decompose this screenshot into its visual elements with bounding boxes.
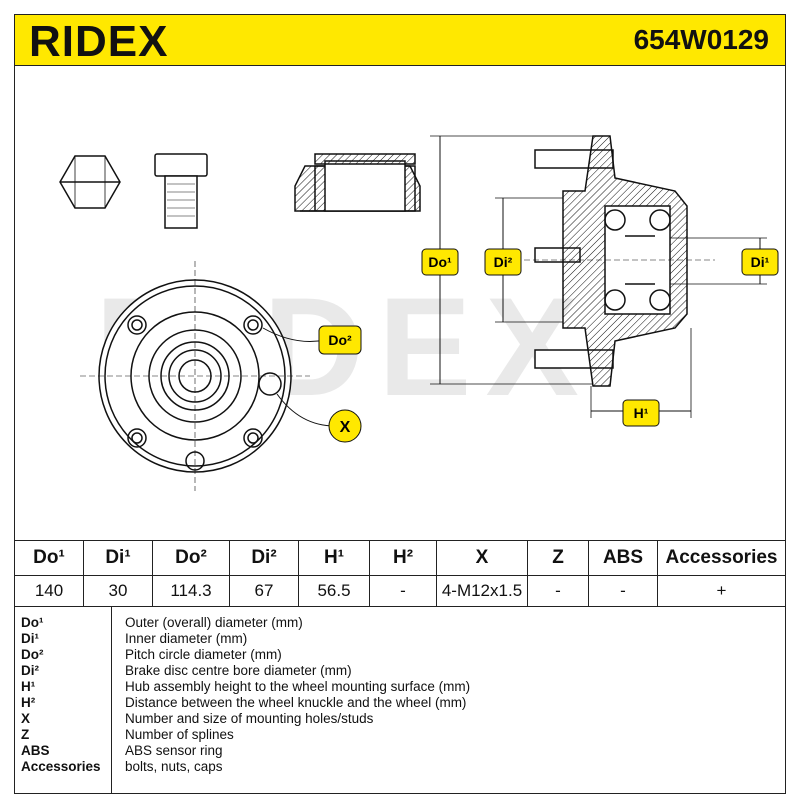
- value-z: -: [527, 575, 589, 607]
- legend-box: Do¹ Outer (overall) diameter (mm) Di¹ In…: [14, 606, 786, 794]
- callout-di2: Di²: [484, 248, 522, 276]
- header-bar: RIDEX 654W0129: [14, 14, 786, 66]
- legend-row: X Number and size of mounting holes/stud…: [15, 711, 785, 727]
- legend-code: Di¹: [21, 631, 39, 646]
- drawing-svg: Do¹ Di² Di¹ Do² X H¹: [59, 135, 779, 491]
- legend-row: ABS ABS sensor ring: [15, 743, 785, 759]
- legend-row: H¹ Hub assembly height to the wheel moun…: [15, 679, 785, 695]
- legend-code: Di²: [21, 663, 39, 678]
- value-do2: 114.3: [152, 575, 230, 607]
- hub-front-view: [80, 261, 336, 491]
- spec-table-value-row: 140 30 114.3 67 56.5 - 4-M12x1.5 - - +: [14, 575, 786, 607]
- value-do1: 140: [14, 575, 84, 607]
- legend-code: Do¹: [21, 615, 44, 630]
- header-di2: Di²: [229, 540, 299, 576]
- header-di1: Di¹: [83, 540, 153, 576]
- legend-code: X: [21, 711, 31, 726]
- spec-table-header-row: Do¹ Di¹ Do² Di² H¹ H² X Z ABS Accessorie…: [14, 540, 786, 576]
- legend-code: ABS: [21, 743, 50, 758]
- legend-text: Inner diameter (mm): [125, 631, 248, 646]
- callout-h1-label: H¹: [634, 405, 649, 421]
- legend-code: H²: [21, 695, 36, 710]
- technical-drawing: RIDEX: [15, 66, 785, 540]
- callout-do1-label: Do¹: [428, 254, 452, 270]
- header-h2: H²: [369, 540, 437, 576]
- header-x: X: [436, 540, 528, 576]
- value-h1: 56.5: [298, 575, 370, 607]
- header-accessories: Accessories: [657, 540, 786, 576]
- callout-x-label: X: [340, 419, 351, 436]
- header-abs: ABS: [588, 540, 658, 576]
- legend-code: H¹: [21, 679, 36, 694]
- legend-code: Z: [21, 727, 30, 742]
- legend-code: Accessories: [21, 759, 101, 774]
- legend-row: Do² Pitch circle diameter (mm): [15, 647, 785, 663]
- legend-row: Di² Brake disc centre bore diameter (mm): [15, 663, 785, 679]
- part-number: 654W0129: [633, 24, 769, 55]
- spec-table: Do¹ Di¹ Do² Di² H¹ H² X Z ABS Accessorie…: [14, 540, 786, 607]
- value-accessories: +: [657, 575, 786, 607]
- header-z: Z: [527, 540, 589, 576]
- legend-text: Number of splines: [125, 727, 234, 742]
- header-do1: Do¹: [14, 540, 84, 576]
- callout-di1: Di¹: [741, 248, 779, 276]
- brand-logo: RIDEX: [29, 17, 169, 66]
- legend-row: Accessories bolts, nuts, caps: [15, 759, 785, 775]
- legend-code: Do²: [21, 647, 44, 662]
- legend-text: ABS sensor ring: [125, 743, 223, 758]
- value-di2: 67: [229, 575, 299, 607]
- callout-do2-label: Do²: [328, 332, 352, 348]
- value-di1: 30: [83, 575, 153, 607]
- legend-text: bolts, nuts, caps: [125, 759, 223, 774]
- legend-row: Do¹ Outer (overall) diameter (mm): [15, 615, 785, 631]
- bolt-icon: [154, 153, 208, 229]
- callout-x: X: [328, 409, 362, 443]
- callout-di2-label: Di²: [494, 254, 513, 270]
- legend-text: Outer (overall) diameter (mm): [125, 615, 303, 630]
- callout-do2: Do²: [318, 325, 362, 355]
- value-h2: -: [369, 575, 437, 607]
- hub-side-view: [430, 135, 767, 418]
- value-abs: -: [588, 575, 658, 607]
- legend-text: Distance between the wheel knuckle and t…: [125, 695, 467, 710]
- header-h1: H¹: [298, 540, 370, 576]
- callout-di1-label: Di¹: [751, 254, 770, 270]
- legend-text: Number and size of mounting holes/studs: [125, 711, 374, 726]
- callout-do1: Do¹: [421, 248, 459, 276]
- bearing-cap-icon: [294, 153, 421, 212]
- legend-row: H² Distance between the wheel knuckle an…: [15, 695, 785, 711]
- callout-h1: H¹: [622, 399, 660, 427]
- legend-text: Pitch circle diameter (mm): [125, 647, 282, 662]
- legend-text: Brake disc centre bore diameter (mm): [125, 663, 352, 678]
- header-do2: Do²: [152, 540, 230, 576]
- legend-row: Z Number of splines: [15, 727, 785, 743]
- legend-row: Di¹ Inner diameter (mm): [15, 631, 785, 647]
- nut-icon: [59, 155, 121, 209]
- value-x: 4-M12x1.5: [436, 575, 528, 607]
- legend-text: Hub assembly height to the wheel mountin…: [125, 679, 471, 694]
- legend-divider: [111, 606, 112, 793]
